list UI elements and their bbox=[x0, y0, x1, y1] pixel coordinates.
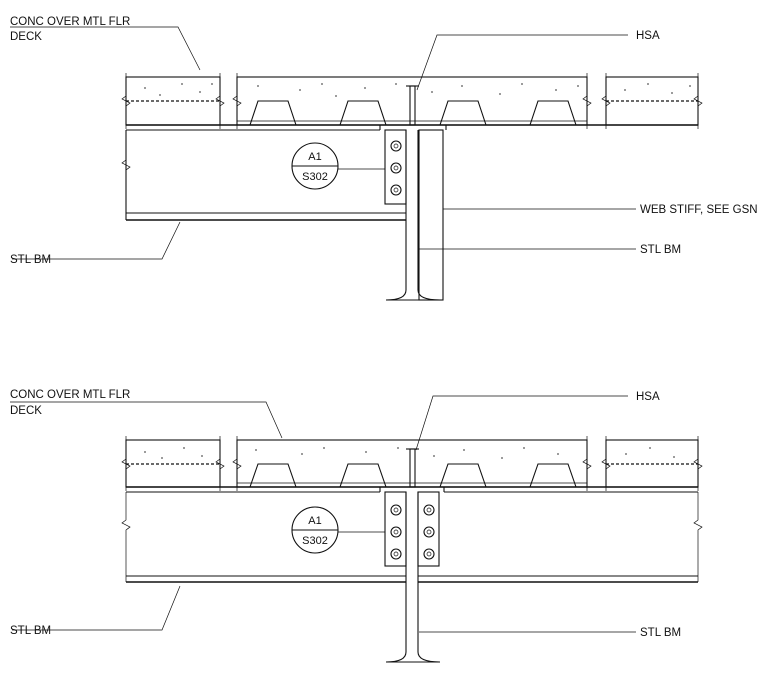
steel-girder-section bbox=[379, 486, 445, 663]
bolt bbox=[390, 526, 402, 538]
steel-beam-right bbox=[418, 492, 703, 583]
label-stl-bm-right: STL BM bbox=[640, 627, 681, 639]
metal-deck-profile bbox=[237, 100, 587, 126]
headed-stud-anchor bbox=[406, 448, 419, 488]
label-deck-line2: DECK bbox=[10, 405, 42, 417]
shear-tab-plate-left bbox=[384, 491, 407, 567]
break-lines bbox=[121, 73, 703, 129]
shear-tab-plate bbox=[384, 129, 407, 205]
section-callout: A1 S302 bbox=[291, 142, 385, 190]
break-lines bbox=[121, 436, 703, 491]
concrete-slab-left bbox=[125, 76, 221, 126]
callout-sheet: S302 bbox=[302, 535, 328, 547]
callout-sheet: S302 bbox=[302, 171, 328, 183]
label-stl-bm-left: STL BM bbox=[10, 625, 51, 637]
concrete-slab-left bbox=[125, 439, 221, 488]
bolt bbox=[423, 504, 435, 516]
leaders bbox=[10, 26, 636, 260]
metal-deck-profile bbox=[237, 463, 587, 488]
leaders bbox=[10, 395, 636, 633]
beam-top-flange bbox=[126, 124, 698, 131]
label-deck-line2: DECK bbox=[10, 31, 42, 43]
concrete-slab-middle bbox=[236, 76, 588, 126]
label-web-stiff: WEB STIFF, SEE GSN bbox=[640, 204, 758, 216]
bolt bbox=[390, 184, 402, 196]
concrete-stipple bbox=[144, 83, 691, 97]
headed-stud-anchor bbox=[406, 85, 419, 126]
callout-number: A1 bbox=[308, 151, 321, 163]
concrete-slab-right bbox=[605, 439, 699, 488]
bolt bbox=[390, 140, 402, 152]
label-deck-line1: CONC OVER MTL FLR bbox=[10, 389, 130, 401]
section-callout: A1 S302 bbox=[291, 506, 385, 554]
callout-number: A1 bbox=[308, 515, 321, 527]
bolt bbox=[390, 504, 402, 516]
label-hsa: HSA bbox=[636, 30, 660, 42]
bolt bbox=[390, 548, 402, 560]
bolt bbox=[423, 548, 435, 560]
beam-top-flange bbox=[126, 486, 698, 493]
label-deck-line1: CONC OVER MTL FLR bbox=[10, 16, 130, 28]
bolt bbox=[423, 526, 435, 538]
shear-tab-plate-right bbox=[417, 491, 440, 567]
steel-beam-left bbox=[121, 492, 406, 583]
label-hsa: HSA bbox=[636, 391, 660, 403]
detail-bottom: A1 S302 CONC OVER MTL FLR DECK HSA STL B… bbox=[10, 389, 703, 663]
detail-top: A1 S302 CONC OVER MTL FLR DECK HSA WEB S… bbox=[10, 16, 758, 301]
steel-beam-left bbox=[121, 130, 406, 221]
bolt bbox=[390, 162, 402, 174]
label-stl-bm-left: STL BM bbox=[10, 254, 51, 266]
concrete-stipple bbox=[144, 447, 675, 459]
label-stl-bm-right: STL BM bbox=[640, 244, 681, 256]
concrete-slab-middle bbox=[236, 439, 588, 488]
concrete-slab-right bbox=[605, 76, 699, 126]
